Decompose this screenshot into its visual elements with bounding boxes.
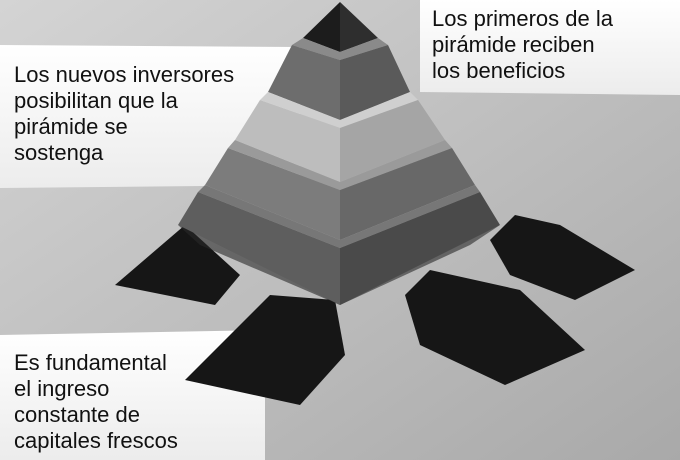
pyramid-level-4-left <box>178 192 340 305</box>
caption-panel-bottom-left <box>0 330 265 460</box>
pyramid-level-2-left <box>235 100 340 182</box>
pyramid-level-3-left <box>205 148 340 240</box>
pyramid-level-2-top <box>260 92 418 128</box>
pyramid-level-3-right <box>340 148 475 240</box>
dark-panel-bottom-left <box>185 295 345 405</box>
pyramid-level-1-left <box>268 45 340 120</box>
pyramid-level-1-top <box>292 38 388 60</box>
caption-panel-left <box>0 45 300 188</box>
pyramid-apex-left <box>303 2 340 52</box>
caption-new-investors-sustain: Los nuevos inversores posibilitan que la… <box>14 62 235 165</box>
dark-panel-left <box>115 225 240 305</box>
pyramid-apex-right <box>340 2 378 52</box>
dark-panel-bottom-right <box>405 270 585 385</box>
pyramid-level-4-right <box>340 192 500 305</box>
pyramid-level-2-right <box>340 100 445 182</box>
pyramid-level-1-right <box>340 45 410 120</box>
caption-panel-top-right <box>420 0 680 95</box>
caption-early-investors-benefit: Los primeros de la pirámide reciben los … <box>432 6 613 83</box>
caption-fresh-capital: Es fundamental el ingreso constante de c… <box>14 350 178 453</box>
dark-panel-right <box>490 215 635 300</box>
